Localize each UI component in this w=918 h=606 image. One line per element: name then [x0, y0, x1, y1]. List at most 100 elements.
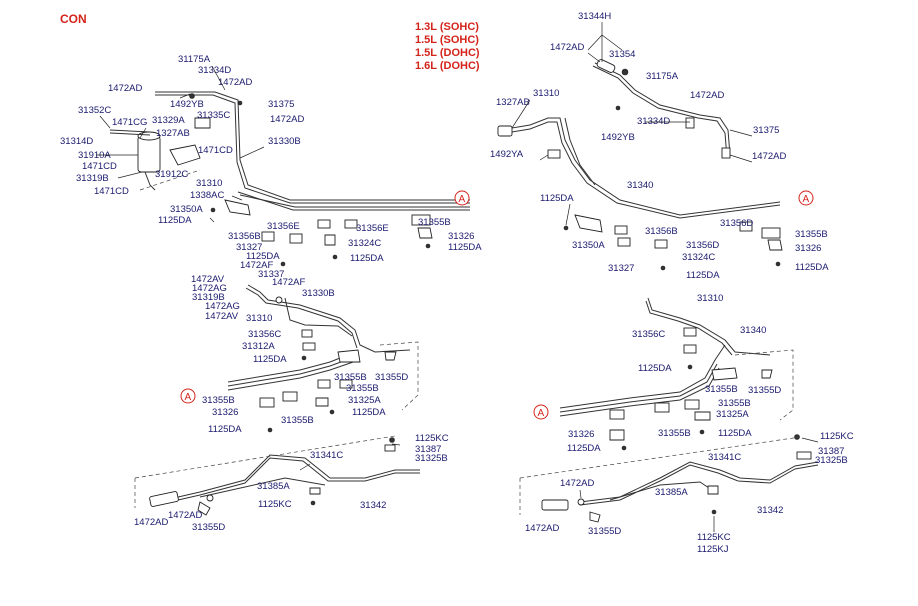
part-label: 31326 — [212, 407, 238, 418]
right-top-labels: 31344H 1472AD 31354 31175A 1327AB 31310 … — [490, 11, 829, 281]
part-label: 1492YA — [490, 149, 524, 160]
part-label: 31387 — [818, 446, 844, 457]
part-label: 31375 — [753, 125, 779, 136]
part-label: 1472AV — [205, 311, 239, 322]
part-label: 1125KC — [697, 532, 731, 543]
part-label: 31319B — [76, 173, 109, 184]
header-code: CON — [60, 12, 87, 26]
part-label: 31334D — [637, 116, 670, 127]
part-label: 31356E — [356, 223, 389, 234]
part-label: 1125DA — [448, 242, 482, 253]
part-label: 31326 — [795, 243, 821, 254]
part-label: 1472AV — [191, 274, 225, 285]
part-label: 31356E — [267, 221, 300, 232]
part-label: 31341C — [708, 452, 741, 463]
part-label: 31355B — [795, 229, 828, 240]
part-label: 1472AG — [205, 301, 240, 312]
part-label: 31310 — [246, 313, 272, 324]
part-label: 1471CD — [82, 161, 117, 172]
part-label: 31355D — [192, 522, 225, 533]
part-label: 1472AF — [240, 260, 273, 271]
engine-4: 1.6L (DOHC) — [415, 60, 480, 72]
part-label: 31356C — [632, 329, 665, 340]
part-label: 31340 — [740, 325, 766, 336]
part-label: 31326 — [448, 231, 474, 242]
part-label: 1125DA — [795, 262, 829, 273]
svg-text:A: A — [538, 408, 545, 419]
right-bottom-labels: 1125KC 31387 31341C 31325B 1472AD 31385A… — [525, 431, 854, 555]
ref-marker-right-mid: A — [533, 404, 549, 420]
part-label: 1472AD — [218, 77, 252, 88]
left-top-leads — [96, 65, 265, 223]
part-label: 31324C — [682, 252, 715, 263]
part-label: 31175A — [178, 54, 211, 65]
part-label: 31356D — [720, 218, 753, 229]
part-label: 31330B — [268, 136, 301, 147]
part-label: 1125KC — [820, 431, 854, 442]
svg-text:A: A — [185, 392, 192, 403]
part-label: 1472AD — [550, 42, 584, 53]
part-label: 31326 — [568, 429, 594, 440]
part-label: 1125DA — [567, 443, 601, 454]
left-top-labels: 31175A 31334D 1472AD 1472AD 1492YB 31375… — [60, 54, 304, 226]
part-label: 1472AD — [134, 517, 168, 528]
part-label: 1472AD — [168, 510, 202, 521]
ref-marker-left-mid: A — [180, 388, 196, 404]
part-label: 31350A — [572, 240, 605, 251]
part-label: 1125KC — [258, 499, 292, 510]
part-label: 31324C — [348, 238, 381, 249]
left-mid-labels: 31356E 31355B 31356E 31326 31356B 31324C… — [228, 217, 482, 271]
part-label: 31335C — [197, 110, 230, 121]
part-label: 1472AD — [108, 83, 142, 94]
svg-text:A: A — [459, 194, 466, 205]
part-label: 31355B — [718, 398, 751, 409]
part-label: 1472AD — [525, 523, 559, 534]
part-label: 31356B — [228, 231, 261, 242]
right-bottom-assembly — [519, 434, 819, 523]
part-label: 31310 — [697, 293, 723, 304]
part-label: 1327AB — [156, 128, 190, 139]
part-label: 31350A — [170, 204, 203, 215]
part-label: 31355B — [202, 395, 235, 406]
part-label: 1472AD — [690, 90, 724, 101]
left-top-assembly — [109, 91, 470, 216]
part-label: 1471CG — [112, 117, 147, 128]
engine-1: 1.3L (SOHC) — [415, 21, 479, 33]
part-label: 31355B — [705, 384, 738, 395]
part-label: 31319B — [192, 292, 225, 303]
part-label: 31337 — [258, 269, 284, 280]
right-second-assembly — [559, 297, 794, 451]
part-label: 31355B — [346, 383, 379, 394]
part-label: 1125DA — [638, 363, 672, 374]
ref-marker-right-top: A — [798, 190, 814, 206]
right-second-labels: 31310 31356C 31340 1125DA 31355B 31355D … — [567, 293, 781, 454]
part-label: 1125DA — [246, 251, 280, 262]
part-label: 31356D — [686, 240, 719, 251]
part-label: 31342 — [360, 500, 386, 511]
part-label: 31355D — [375, 372, 408, 383]
part-label: 31340 — [627, 180, 653, 191]
part-label: 1125DA — [352, 407, 386, 418]
left-second-assembly — [227, 284, 419, 433]
canister-icon — [137, 135, 161, 173]
part-label: 1125KC — [415, 433, 449, 444]
part-label: 31329A — [152, 115, 185, 126]
part-label: 1125DA — [208, 424, 242, 435]
part-label: 1472AD — [270, 114, 304, 125]
left-second-labels: 31337 1472AV 1472AF 1472AG 31330B 31319B… — [191, 269, 408, 435]
part-label: 31312A — [242, 341, 275, 352]
part-label: 31314D — [60, 136, 93, 147]
part-label: 31356B — [645, 226, 678, 237]
part-label: 31327 — [608, 263, 634, 274]
part-label: 31355D — [588, 526, 621, 537]
part-label: 31310 — [196, 178, 222, 189]
part-label: 1125DA — [253, 354, 287, 365]
bottom-leads — [299, 437, 819, 532]
right-top-leads — [511, 22, 753, 226]
part-label: 31356C — [248, 329, 281, 340]
engine-3: 1.5L (DOHC) — [415, 47, 480, 59]
part-label: 31310 — [533, 88, 559, 99]
part-label: 31325B — [815, 455, 848, 466]
part-label: 31344H — [578, 11, 611, 22]
part-label: 31385A — [655, 487, 688, 498]
